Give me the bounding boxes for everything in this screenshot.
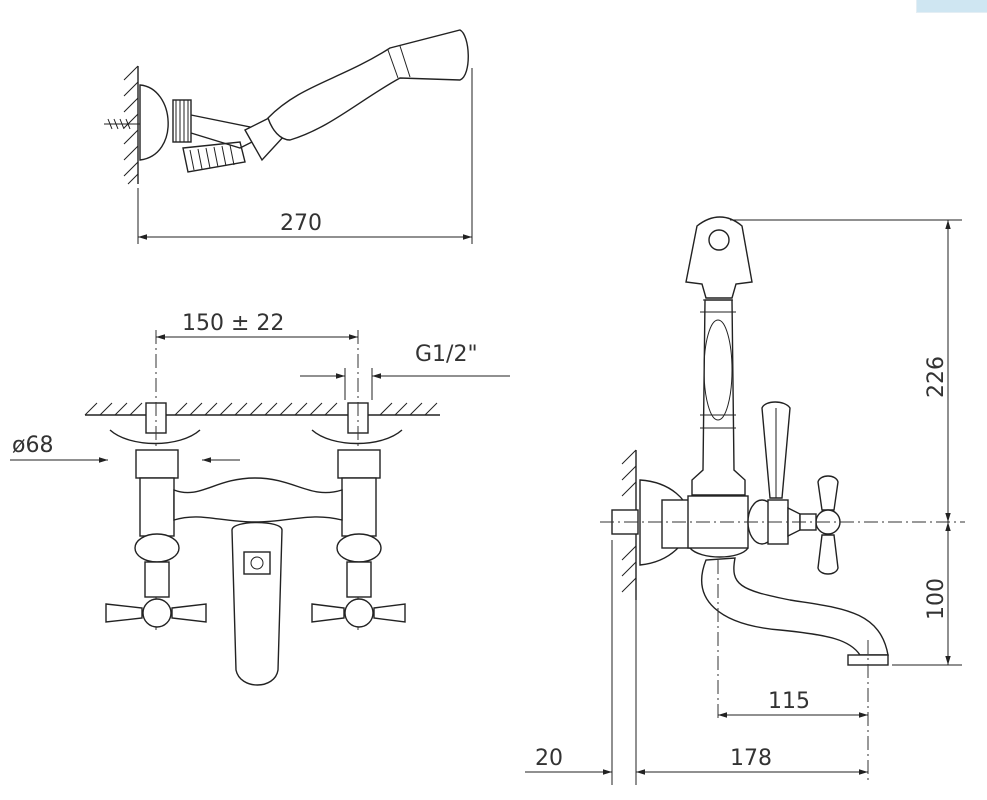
dim-150: 150 ± 22 bbox=[182, 311, 284, 336]
dim-thread: G1/2" bbox=[415, 342, 478, 367]
dim-226: 226 bbox=[924, 356, 949, 398]
dim-100: 100 bbox=[924, 578, 949, 620]
handshower-view: 270 bbox=[104, 29, 473, 244]
wall-hatching bbox=[123, 65, 139, 185]
side-view: 226 100 115 178 20 bbox=[525, 216, 965, 785]
dim-178: 178 bbox=[730, 746, 772, 771]
dim-diameter: ø68 bbox=[12, 433, 53, 458]
front-view: 150 ± 22 G1/2" ø68 bbox=[10, 311, 510, 686]
dim-270: 270 bbox=[280, 211, 322, 236]
corner-tab bbox=[916, 0, 987, 13]
dim-115: 115 bbox=[768, 689, 810, 714]
dim-20: 20 bbox=[535, 746, 563, 771]
